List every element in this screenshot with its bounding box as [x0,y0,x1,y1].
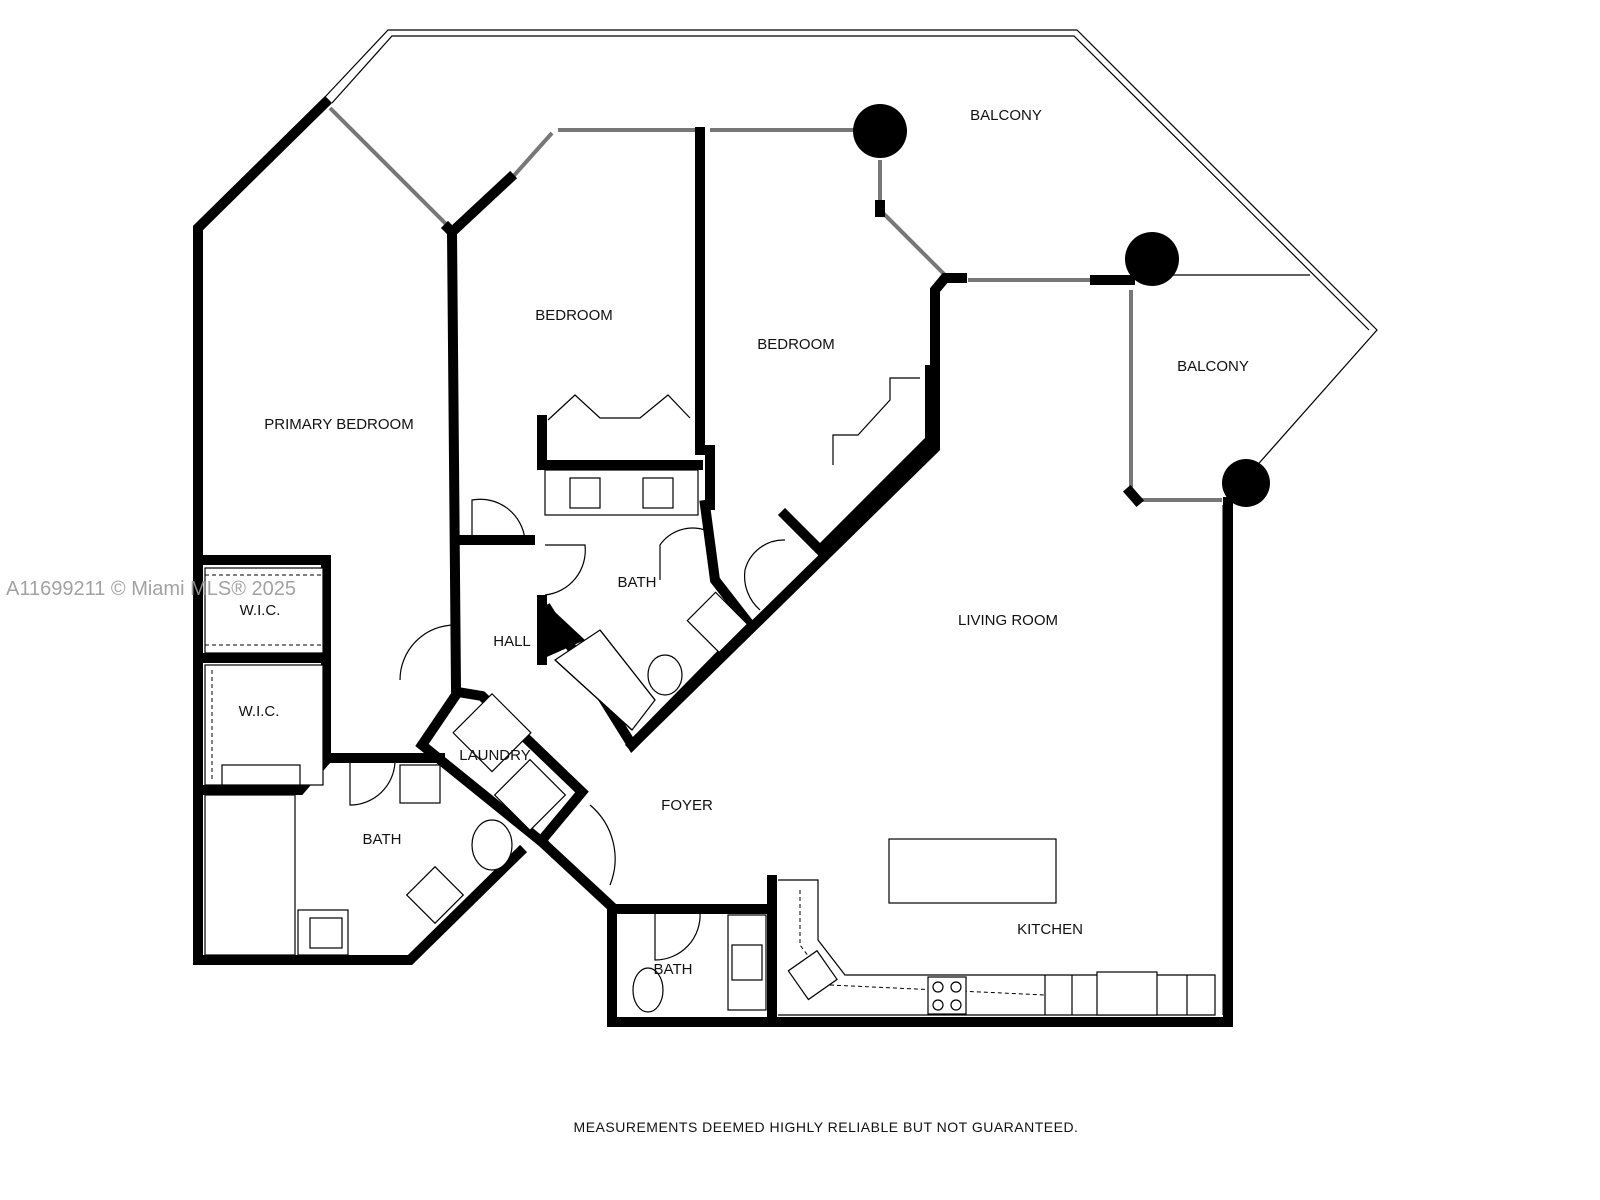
disclaimer-footer: MEASUREMENTS DEEMED HIGHLY RELIABLE BUT … [574,1119,1079,1135]
watermark: A11699211 © Miami MLS® 2025 [6,578,296,600]
label-balcony-top: BALCONY [970,107,1042,124]
label-bath-hall: BATH [618,574,657,591]
columns [853,104,1270,507]
label-bath-powder: BATH [654,961,693,978]
label-bedroom-2: BEDROOM [757,336,835,353]
label-bedroom-1: BEDROOM [535,307,613,324]
room-labels: BALCONY BALCONY BEDROOM BEDROOM PRIMARY … [239,107,1249,978]
kitchen-island [888,838,1057,904]
label-living-room: LIVING ROOM [958,612,1058,629]
label-kitchen: KITCHEN [1017,921,1083,938]
walls [193,95,1233,1027]
label-wic-2: W.I.C. [239,703,280,720]
label-foyer: FOYER [661,797,713,814]
fixtures [204,469,1216,1016]
balcony-railing [324,29,1378,471]
label-wic-1: W.I.C. [240,602,281,619]
label-hall: HALL [493,633,531,650]
label-primary-bedroom: PRIMARY BEDROOM [264,416,413,433]
label-laundry: LAUNDRY [459,747,530,764]
label-bath-primary: BATH [363,831,402,848]
label-balcony-right: BALCONY [1177,358,1249,375]
